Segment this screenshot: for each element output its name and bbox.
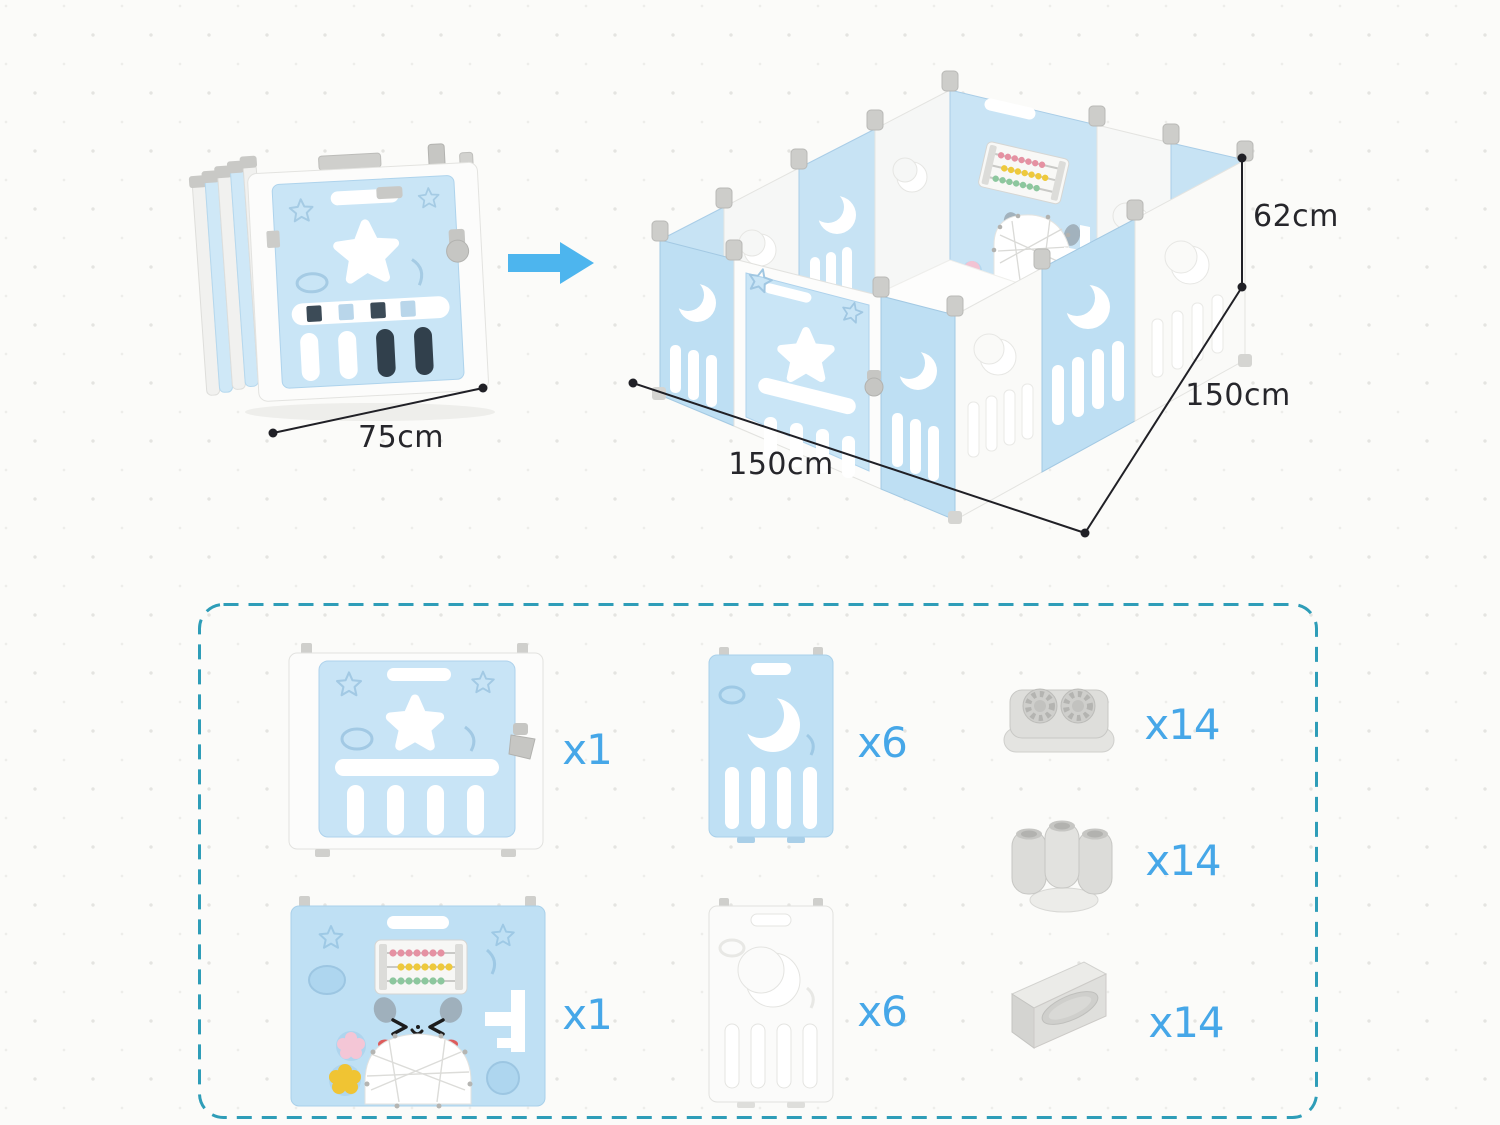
- folded-width-label: 75cm: [358, 420, 444, 455]
- white-moon-panel-qty-label: x6: [857, 987, 908, 1036]
- latch-icon: [446, 228, 470, 263]
- assembled-height-label: 62cm: [1253, 199, 1339, 234]
- door-panel-illustration: [288, 643, 544, 857]
- front-left-wall: [659, 239, 956, 521]
- folded-width-dim-line: [268, 383, 488, 438]
- door-latch-icon: [864, 370, 884, 397]
- assembled-depth-label: 150cm: [1185, 378, 1291, 413]
- assembled-width-label: 150cm: [728, 447, 834, 482]
- door-panel-qty-label: x1: [562, 725, 613, 774]
- foot-connector-qty-label: x14: [1144, 700, 1220, 749]
- corner-plate-illustration: [1010, 961, 1108, 1049]
- abacus-icon: [978, 141, 1070, 205]
- door-star-cutout: [777, 327, 835, 382]
- bear-eye-icon: [391, 1018, 408, 1036]
- white-moon-panel-illustration: [708, 898, 834, 1108]
- tube-connector-qty-label: x14: [1145, 836, 1221, 885]
- cloud-emboss-icon: [295, 272, 329, 294]
- bear-ear-icon: [1063, 224, 1081, 246]
- latch-icon: [508, 723, 536, 760]
- cloud-emboss-icon: [718, 938, 746, 958]
- star-emboss-icon: [288, 198, 314, 223]
- bear-ear-icon: [439, 997, 463, 1023]
- shooting-star-emboss-icon: [411, 258, 424, 286]
- bear-ear-icon: [373, 997, 397, 1023]
- corner-plate-qty-label: x14: [1148, 998, 1224, 1047]
- folded-playpen-illustration: [188, 143, 495, 421]
- star-cutout: [385, 694, 445, 751]
- net-arch-icon: [364, 1033, 472, 1105]
- connector-caps: [651, 70, 1254, 317]
- pink-flower-icon: [337, 1032, 365, 1059]
- star-cutout: [333, 219, 400, 284]
- play-panel-illustration: [290, 896, 546, 1109]
- tube-connector-illustration: [1011, 820, 1113, 913]
- foot-connector-illustration: [1003, 688, 1115, 753]
- blue-moon-panel-qty-label: x6: [857, 718, 908, 767]
- folded-front-panel: [247, 143, 489, 402]
- right-arrow-icon: [508, 242, 594, 284]
- width-dim-line: [628, 378, 1086, 534]
- bear-eye-icon: [428, 1018, 445, 1036]
- star-emboss-icon: [417, 187, 440, 209]
- blue-moon-panel-illustration: [708, 647, 834, 843]
- cloud-emboss-icon: [718, 685, 746, 705]
- abacus-icon: [374, 939, 468, 995]
- assembled-playpen-illustration: [628, 70, 1254, 538]
- cloud-emboss-icon: [340, 727, 374, 751]
- feet: [652, 354, 1252, 524]
- yellow-flower-icon: [329, 1064, 361, 1094]
- cloud-emboss-icon: [308, 965, 346, 995]
- play-panel-qty-label: x1: [562, 990, 613, 1039]
- front-right-wall: [954, 159, 1246, 521]
- parts-box-border: [198, 603, 1318, 1119]
